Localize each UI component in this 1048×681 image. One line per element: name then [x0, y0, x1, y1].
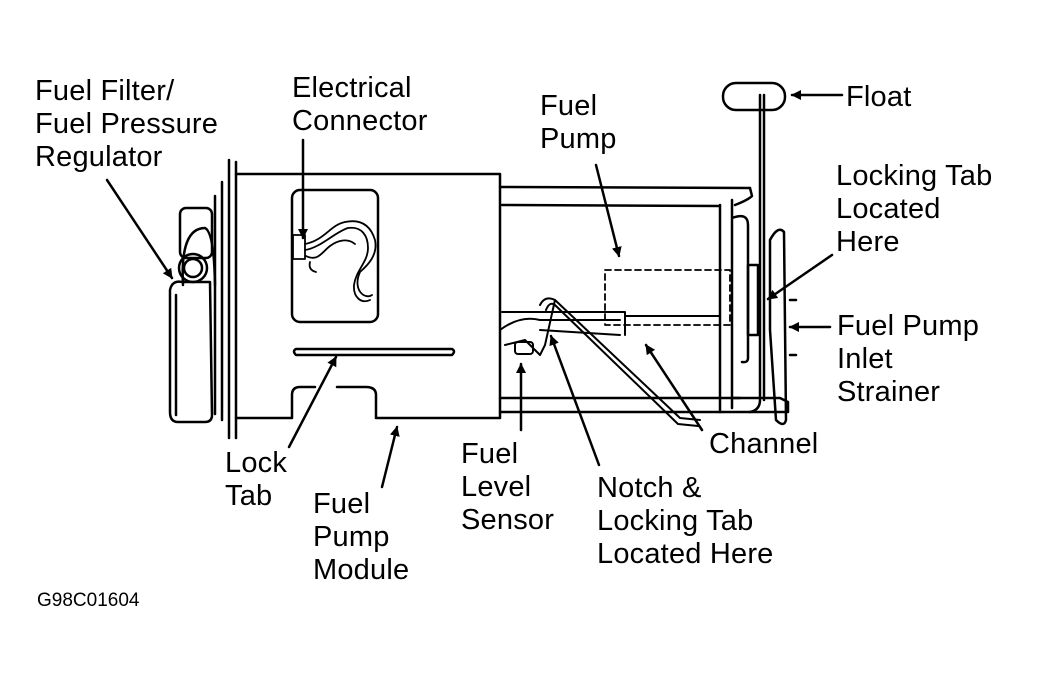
module-housing [234, 172, 502, 420]
channel [501, 311, 721, 336]
label-fuel-pump-inlet-strainer: Fuel Pump Inlet Strainer [837, 310, 980, 408]
leader-arrows [105, 90, 844, 489]
label-fuel-level-sensor: Fuel Level Sensor [461, 438, 555, 536]
fuel-filter-body [168, 206, 217, 424]
float-assembly [721, 81, 787, 414]
module-flange [213, 158, 238, 440]
label-fuel-pump-module: Fuel Pump Module [313, 488, 410, 586]
label-fuel-filter-regulator: Fuel Filter/ Fuel Pressure Regulator [35, 75, 219, 173]
fuel-pump-hidden [604, 269, 731, 326]
figure-id: G98C01604 [37, 590, 140, 611]
label-float: Float [846, 81, 912, 113]
fuel-level-sensor-arm [499, 297, 701, 427]
label-fuel-pump: Fuel Pump [540, 90, 617, 155]
label-lock-tab: Lock Tab [225, 447, 288, 512]
inlet-strainer [746, 228, 798, 426]
label-channel: Channel [709, 428, 819, 460]
label-notch-locking-tab: Notch & Locking Tab Located Here [597, 472, 774, 570]
connector-wiring [292, 220, 377, 303]
label-electrical-connector: Electrical Connector [292, 72, 428, 137]
label-locking-tab-located-here: Locking Tab Located Here [836, 160, 993, 258]
